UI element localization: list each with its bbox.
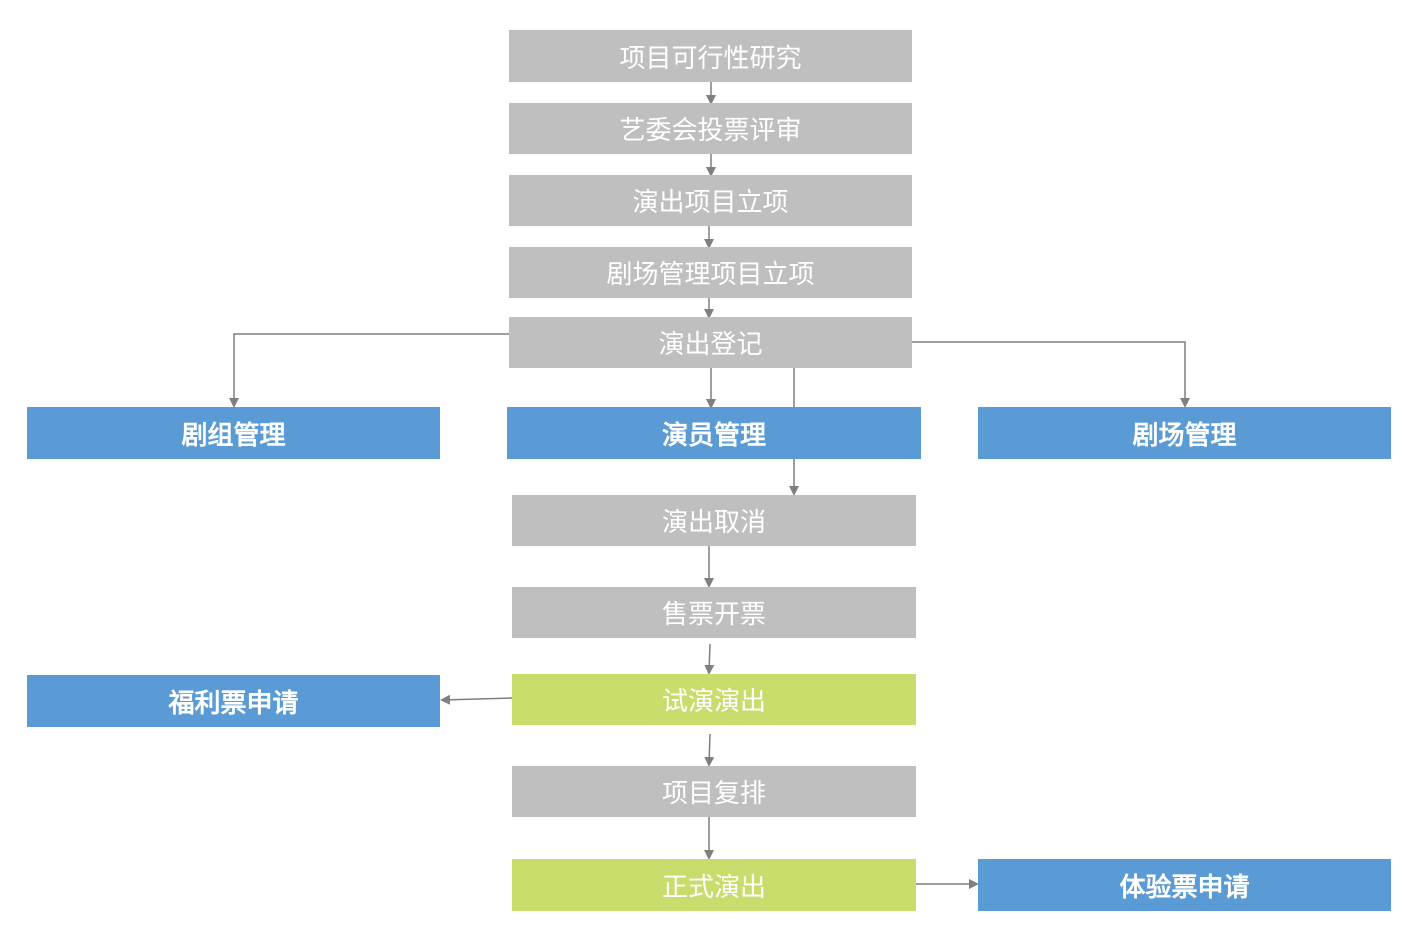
step-ticketing: 售票开票 [512, 587, 916, 638]
step-project-approval: 演出项目立项 [509, 175, 912, 226]
step-official: 正式演出 [512, 859, 916, 911]
step-feasibility-label: 项目可行性研究 [619, 43, 802, 74]
module-welfare-ticket: 福利票申请 [27, 675, 440, 727]
module-welfare-ticket-label: 福利票申请 [168, 688, 299, 719]
module-theater-label: 剧场管理 [1132, 420, 1237, 451]
module-crew-label: 剧组管理 [181, 420, 286, 451]
step-registration: 演出登记 [509, 317, 912, 368]
step-theater-approval: 剧场管理项目立项 [509, 247, 912, 298]
module-experience-ticket: 体验票申请 [978, 859, 1391, 911]
step-committee-review-label: 艺委会投票评审 [619, 116, 802, 146]
arrow-preview-to-welfare [440, 694, 513, 705]
step-committee-review: 艺委会投票评审 [509, 103, 912, 154]
step-ticketing-label: 售票开票 [661, 600, 766, 630]
module-crew: 剧组管理 [27, 407, 440, 459]
step-feasibility: 项目可行性研究 [509, 30, 912, 82]
arrow-registration-to-crew [229, 333, 509, 408]
module-experience-ticket-label: 体验票申请 [1119, 872, 1250, 903]
step-theater-approval-label: 剧场管理项目立项 [606, 260, 815, 290]
step-official-label: 正式演出 [661, 872, 766, 903]
arrow-registration-to-theater [912, 341, 1190, 408]
step-cancellation: 演出取消 [512, 495, 916, 546]
module-actor-label: 演员管理 [661, 420, 766, 451]
step-preview-label: 试演演出 [661, 687, 766, 717]
step-project-approval-label: 演出项目立项 [632, 188, 789, 218]
module-actor: 演员管理 [507, 407, 921, 459]
step-registration-label: 演出登记 [658, 330, 763, 360]
arrow-preview-to-rerun [704, 733, 715, 767]
arrow-ticketing-to-preview [704, 643, 715, 675]
step-rerun: 项目复排 [512, 766, 916, 817]
step-cancellation-label: 演出取消 [661, 508, 766, 538]
step-rerun-label: 项目复排 [661, 779, 766, 809]
step-preview: 试演演出 [512, 674, 916, 725]
module-theater: 剧场管理 [978, 407, 1391, 459]
